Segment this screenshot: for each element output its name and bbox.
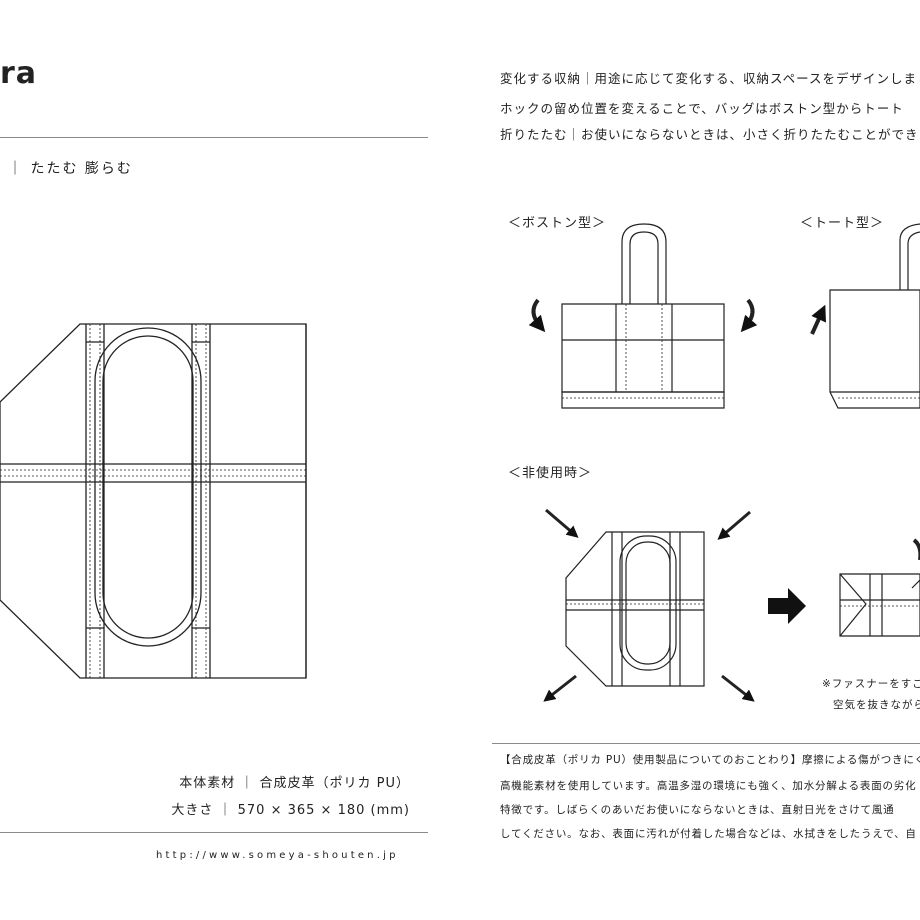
description-line-2: ホックの留め位置を変えることで、バッグはボストン型からトート (500, 101, 904, 116)
spec-material: 本体素材 ｜ 合成皮革（ポリカ PU） (179, 776, 410, 791)
caution-line-3: 特徴です。しばらくのあいだお使いにならないときは、直射日光をさけて風通 (500, 804, 895, 816)
website-url[interactable]: http://www.someya-shouten.jp (156, 850, 399, 861)
spec-size: 大きさ ｜ 570 × 365 × 180 (mm) (171, 803, 410, 818)
bag-boston (528, 223, 758, 409)
label-tote: ＜トート型＞ (800, 216, 885, 231)
fold-note-line-1: ※ファスナーをすこ (822, 678, 920, 690)
label-unused: ＜非使用時＞ (508, 466, 593, 481)
label-boston: ＜ボストン型＞ (508, 216, 607, 231)
bag-tote (810, 223, 920, 409)
bag-compact (839, 538, 920, 637)
caution-rule (492, 743, 920, 744)
footer-rule-left (0, 832, 428, 833)
header-rule-left (0, 137, 428, 138)
caution-line-4: してください。なお、表面に汚れが付着した場合などは、水拭きをしたうえで、自 (500, 828, 917, 840)
description-line-3: 折りたたむ｜お使いにならないときは、小さく折りたたむことができ (500, 127, 919, 142)
bag-folded (543, 508, 755, 702)
caution-line-2: 高機能素材を使用しています。高温多湿の環境にも強く、加水分解よる表面の劣化 (500, 780, 917, 792)
fold-note-line-2: 空気を抜きながら (833, 699, 920, 711)
description-line-1: 変化する収納｜用途に応じて変化する、収納スペースをデザインしまし (500, 71, 920, 86)
transition-arrow (768, 588, 806, 624)
caution-line-1: 【合成皮革（ポリカ PU）使用製品についてのおことわり】摩擦による傷がつきにく (500, 754, 920, 766)
bag-unfolded-large (0, 323, 307, 679)
tagline: ｜ たたむ 膨らむ (8, 161, 133, 177)
brand-logo: ra (0, 56, 38, 91)
